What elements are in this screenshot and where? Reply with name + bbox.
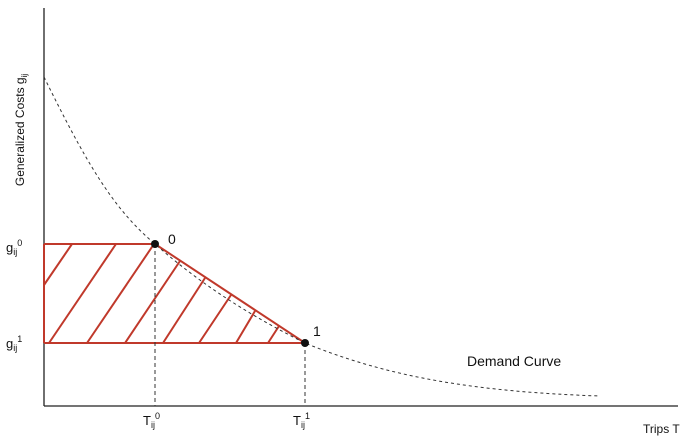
point-1-label: 1: [313, 323, 321, 339]
y-axis-label-main: Generalized Costs g: [13, 77, 27, 186]
point-1: [301, 339, 309, 347]
y-tick-g1: gij1: [6, 334, 22, 353]
x-tick-t1: Tij1: [293, 411, 310, 430]
demand-curve-label: Demand Curve: [467, 353, 561, 369]
y-axis-label: Generalized Costs gij: [13, 74, 29, 187]
y-tick-g0: gij0: [6, 238, 22, 257]
demand-curve: [43, 76, 601, 397]
x-axis-label: Trips T: [643, 422, 680, 436]
x-tick-t0: Tij0: [143, 411, 160, 430]
y-axis-label-sub: ij: [20, 74, 29, 78]
point-0-label: 0: [168, 231, 176, 247]
hatched-area: [43, 243, 306, 344]
point-0: [151, 240, 159, 248]
